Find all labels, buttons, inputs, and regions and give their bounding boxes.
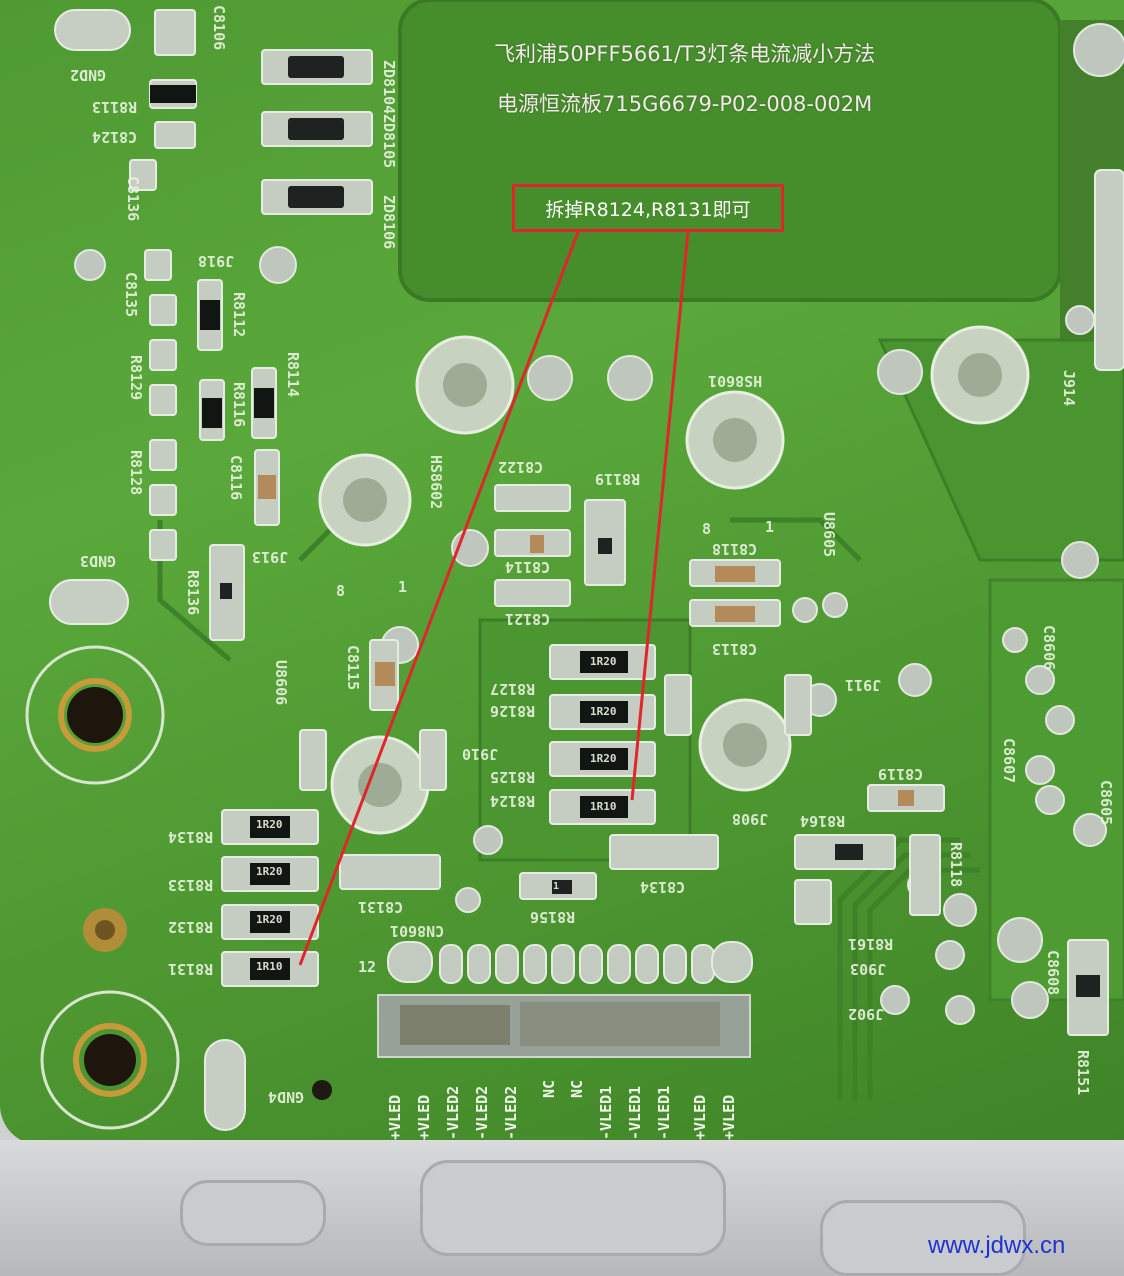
callout-text: 拆掉R8124,R8131即可	[545, 198, 751, 221]
pin-label: +VLED	[415, 1094, 433, 1140]
pin-label: +VLED	[720, 1094, 738, 1140]
label-r8132: R8132	[168, 918, 214, 936]
label-j918: J918	[198, 252, 235, 270]
label-c8605: C8605	[1097, 780, 1115, 826]
chip-r8124-marking: 1R10	[590, 800, 617, 813]
label-c8134: C8134	[640, 878, 686, 896]
label-r8125: R8125	[490, 768, 536, 786]
label-c8119: C8119	[878, 765, 924, 783]
label-j908: J908	[732, 810, 769, 828]
label-c8121: C8121	[505, 610, 551, 628]
label-c8606: C8606	[1040, 625, 1058, 671]
label-r8119: R8119	[595, 470, 641, 488]
label-c8131: C8131	[358, 898, 404, 916]
label-u8606: U8606	[272, 660, 290, 706]
pcb-board: GND2 R8113 C8124 C8136 C8135 J918 R8112 …	[0, 0, 1124, 1145]
label-r8156: R8156	[530, 908, 576, 926]
label-gnd4: GND4	[268, 1088, 305, 1106]
pin-label: NC	[568, 1079, 586, 1098]
label-c8122: C8122	[498, 458, 544, 476]
label-c8114: C8114	[505, 558, 551, 576]
label-c8113: C8113	[712, 640, 758, 658]
pin-label: +VLED	[386, 1094, 404, 1140]
label-zd8104: ZD8104	[380, 60, 398, 115]
label-r8118: R8118	[947, 842, 965, 888]
label-r8126: R8126	[490, 702, 536, 720]
label-zd8105: ZD8105	[380, 114, 398, 169]
label-pin1: 1	[398, 578, 408, 596]
label-pin8: 8	[336, 582, 346, 600]
watermark: www.jdwx.cn	[928, 1232, 1066, 1259]
label-pin1b: 1	[765, 518, 775, 536]
label-gnd3: GND3	[80, 552, 117, 570]
plastic-tray	[0, 1140, 1124, 1276]
label-r8151: R8151	[1074, 1050, 1092, 1096]
label-r8131: R8131	[168, 960, 214, 978]
chip-r8132-marking: 1R20	[256, 913, 283, 926]
pin-label: -VLED2	[502, 1085, 520, 1140]
chip-r8127-marking: 1R20	[590, 655, 617, 668]
label-hs8601: HS8601	[708, 372, 763, 390]
label-pin12: 12	[358, 958, 377, 976]
mount-hole-top	[25, 645, 165, 785]
chip-r8125-marking: 1R20	[590, 752, 617, 765]
pin-label: NC	[540, 1079, 558, 1098]
label-c8607: C8607	[1000, 738, 1018, 784]
label-gnd2: GND2	[70, 66, 107, 84]
annotation-title-line2: 电源恒流板715G6679-P02-008-002M	[497, 92, 873, 116]
label-c8135: C8135	[122, 272, 140, 318]
label-c8608: C8608	[1044, 950, 1062, 996]
label-r8112: R8112	[230, 292, 248, 338]
label-u8605: U8605	[820, 512, 838, 558]
annotation-title-line1: 飞利浦50PFF5661/T3灯条电流减小方法	[494, 42, 876, 66]
callout-lines	[298, 231, 690, 966]
label-r8127: R8127	[490, 680, 536, 698]
label-pin8b: 8	[702, 520, 712, 538]
label-j902: J902	[848, 1005, 885, 1023]
label-r8113: R8113	[92, 98, 138, 116]
tray-slot	[180, 1180, 326, 1246]
label-c8116: C8116	[227, 455, 245, 501]
label-zd8106: ZD8106	[380, 195, 398, 250]
label-c8106: C8106	[210, 5, 228, 51]
pin-label: -VLED1	[655, 1085, 673, 1140]
label-j911: J911	[845, 676, 882, 694]
chip-r8156-marking: 1	[553, 881, 560, 892]
pin-label: +VLED	[691, 1094, 709, 1140]
pin-label: -VLED1	[626, 1085, 644, 1140]
label-j910: J910	[462, 745, 499, 763]
pcb-artwork	[25, 0, 1124, 1131]
label-c8124: C8124	[92, 128, 138, 146]
callout-box: 拆掉R8124,R8131即可	[512, 184, 784, 232]
chip-r8126-marking: 1R20	[590, 705, 617, 718]
label-r8134: R8134	[168, 828, 214, 846]
label-r8114: R8114	[284, 352, 302, 398]
label-j903: J903	[850, 960, 887, 978]
chip-r8133-marking: 1R20	[256, 865, 283, 878]
pin-label: -VLED1	[597, 1085, 615, 1140]
label-cn8601: CN8601	[390, 922, 445, 940]
label-r8128: R8128	[127, 450, 145, 496]
label-r8136: R8136	[184, 570, 202, 616]
label-r8129: R8129	[127, 355, 145, 401]
label-c8118: C8118	[712, 540, 758, 558]
label-r8161: R8161	[848, 935, 894, 953]
label-j914: J914	[1060, 370, 1078, 407]
tray-slot	[420, 1160, 726, 1256]
label-hs8602: HS8602	[427, 455, 445, 510]
label-c8115: C8115	[344, 645, 362, 691]
tray-slot	[820, 1200, 1026, 1276]
label-j913: J913	[252, 548, 289, 566]
label-r8133: R8133	[168, 876, 214, 894]
label-r8116: R8116	[230, 382, 248, 428]
chip-r8131-marking: 1R10	[256, 960, 283, 973]
chip-r8134-marking: 1R20	[256, 818, 283, 831]
pin-label: -VLED2	[444, 1085, 462, 1140]
label-c8136: C8136	[124, 176, 142, 222]
label-r8164: R8164	[800, 812, 846, 830]
label-r8124: R8124	[490, 792, 536, 810]
pin-label: -VLED2	[473, 1085, 491, 1140]
